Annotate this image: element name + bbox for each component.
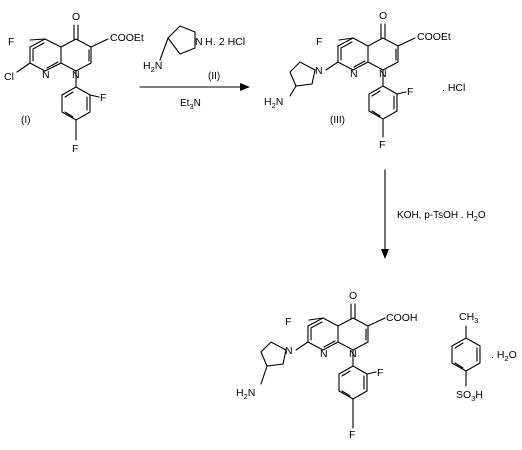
compound-II: N H H2N . 2 HCl (II) (143, 25, 245, 82)
amine-group: H2N (236, 387, 255, 401)
atom-NH-N: N (195, 36, 203, 48)
atom-N2: N (379, 68, 387, 80)
step2-condition: KOH, p-TsOH . H2O (397, 210, 486, 223)
salt-label: . 2 HCl (213, 36, 245, 48)
product-compound: F O COOH N N N F F H2N (236, 290, 418, 441)
atom-NH-H: H (205, 36, 213, 48)
atom-F4: F (379, 139, 385, 151)
base-condition: Et3N (180, 98, 201, 111)
compound-I: F Cl O COOEt N N F F (I) (4, 11, 144, 155)
tosic-acid: CH3 SO3H . H2O (451, 311, 517, 403)
atom-F: F (285, 316, 291, 328)
atom-O: O (72, 11, 80, 23)
acid-group: COOH (386, 312, 418, 324)
compound-label: (II) (208, 71, 220, 82)
reaction-arrow-1: Et3N (139, 83, 250, 111)
atom-N1: N (350, 68, 358, 80)
atom-N2: N (72, 69, 80, 81)
atom-O: O (379, 10, 387, 22)
atom-F2: F (377, 367, 383, 379)
compound-III: F O COOEt N N N F F H2N . HCl (III) (264, 10, 465, 151)
atom-F4: F (349, 429, 355, 441)
atom-F: F (316, 36, 322, 48)
atom-Cl: Cl (4, 71, 14, 83)
atom-F4: F (72, 143, 78, 155)
sulfonic-acid-group: SO3H (456, 389, 483, 403)
methyl-group: CH3 (459, 311, 478, 325)
ester-group: COOEt (417, 31, 451, 43)
atom-O: O (349, 290, 357, 302)
compound-label: (I) (21, 115, 30, 126)
atom-N2: N (349, 348, 357, 360)
atom-N1: N (42, 69, 50, 81)
atom-N-pyrrolidine: N (315, 65, 323, 77)
atom-N1: N (320, 348, 328, 360)
amine-group: H2N (143, 60, 162, 74)
ester-group: COOEt (110, 32, 144, 44)
atom-F: F (8, 36, 14, 48)
compound-label: (III) (330, 115, 345, 126)
reaction-arrow-2: KOH, p-TsOH . H2O (381, 169, 486, 259)
atom-N-pyrrolidine: N (285, 345, 293, 357)
atom-F2: F (100, 92, 106, 104)
amine-group: H2N (264, 96, 283, 110)
salt-label: . HCl (442, 82, 465, 94)
hydrate-label: . H2O (491, 349, 517, 363)
atom-F2: F (407, 86, 413, 98)
